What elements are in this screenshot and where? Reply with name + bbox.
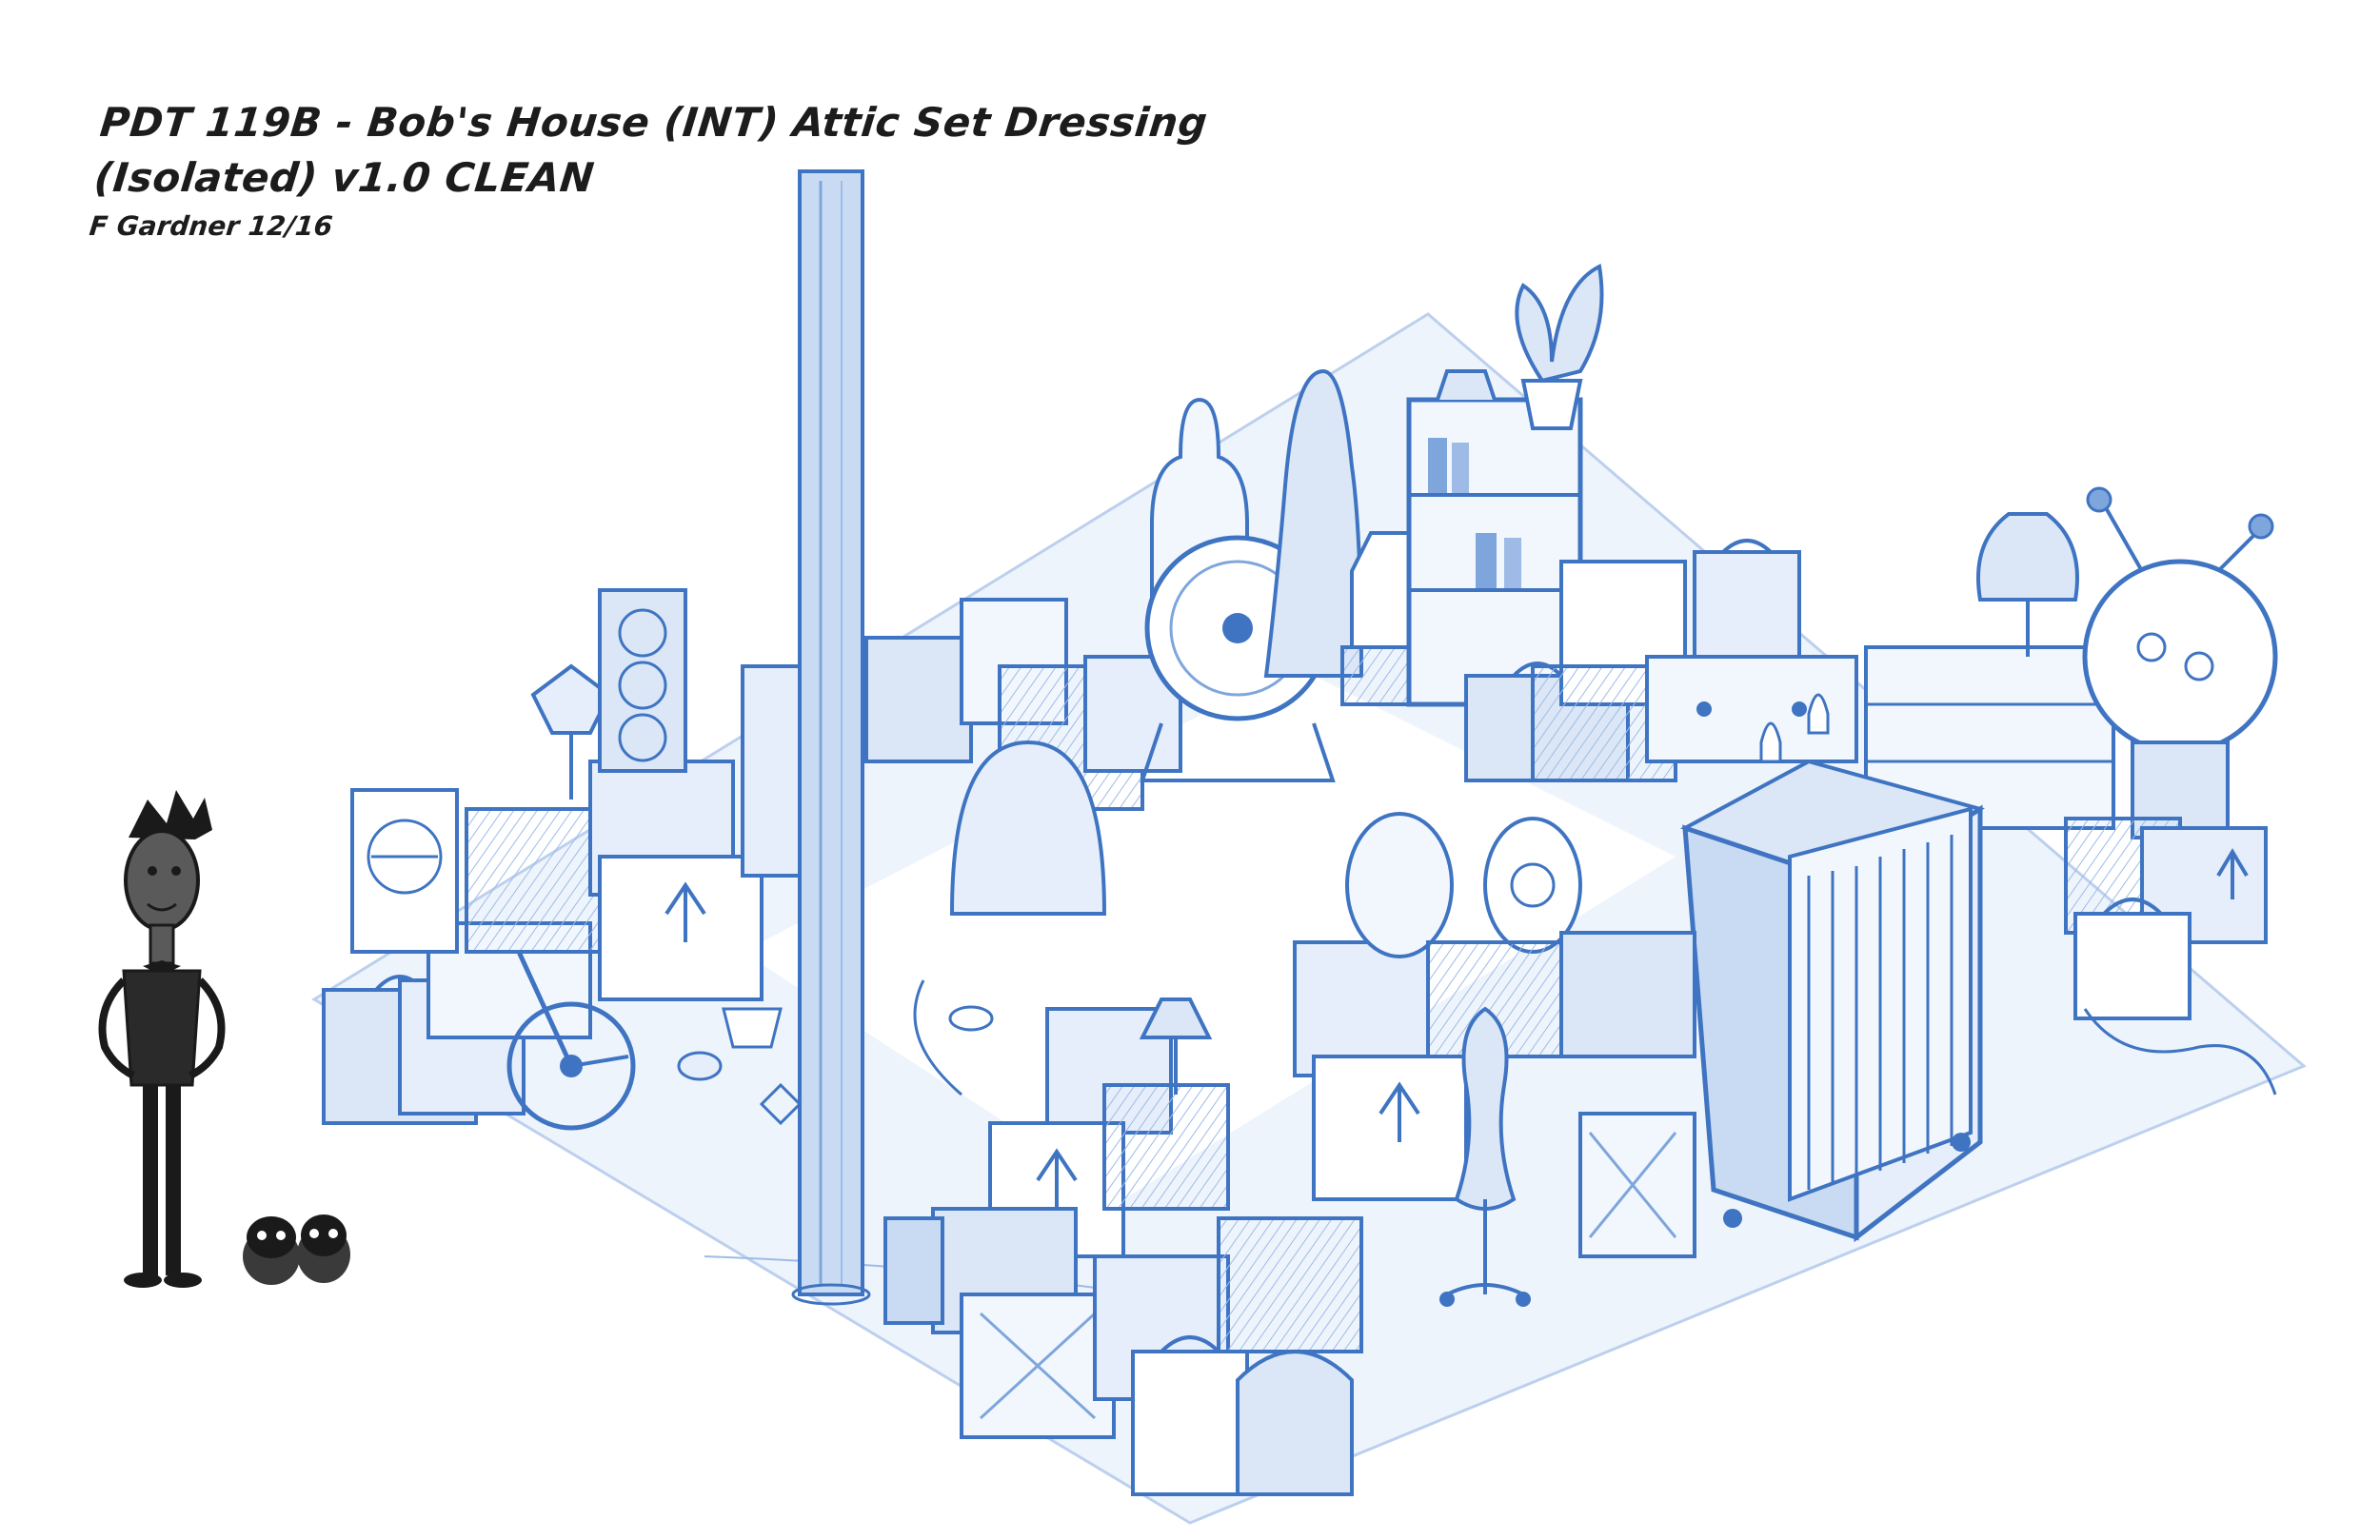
pug-characters-reference <box>243 1214 350 1285</box>
cage-cabinet <box>1679 693 1985 1243</box>
left-cluster <box>322 588 802 1131</box>
right-cluster <box>1864 486 2278 1096</box>
front-boxes <box>677 812 1696 1496</box>
support-pillar <box>791 169 871 1306</box>
bob-character-reference <box>98 790 226 1288</box>
back-row <box>864 263 1858 916</box>
